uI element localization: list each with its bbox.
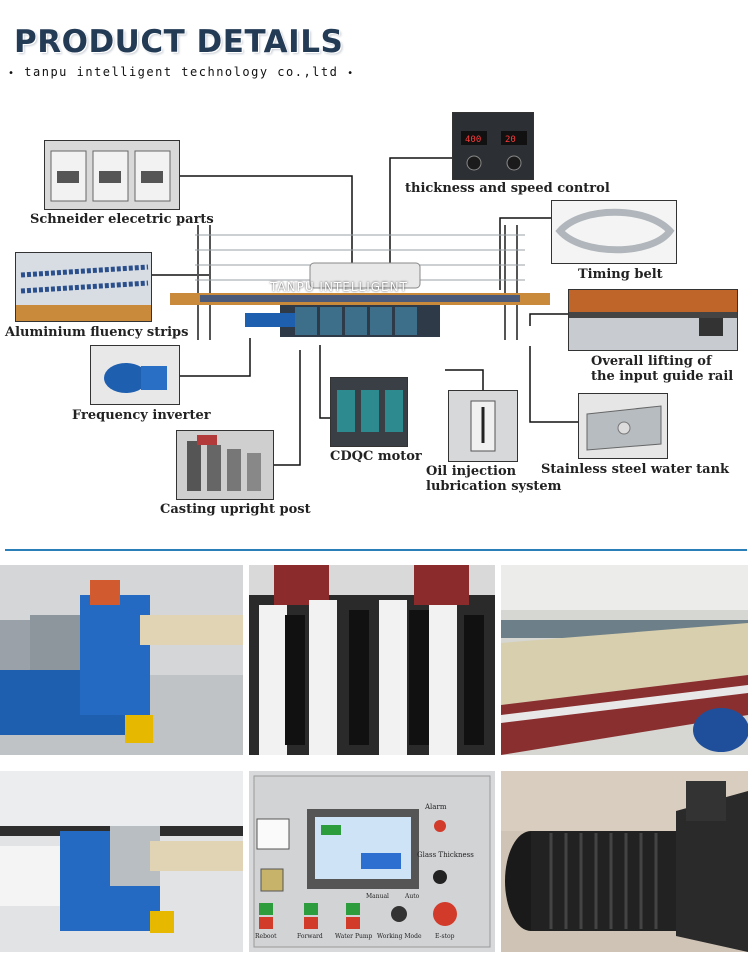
thumb-aluminium-strips [15, 252, 152, 322]
thumb-thickness-control: 400 20 [452, 112, 534, 180]
panel-label-glass-thickness: Glass Thickness [417, 851, 474, 859]
photo-machine-head [0, 565, 243, 755]
bullet-left: • [8, 68, 16, 79]
panel-label-alarm: Alarm [425, 803, 447, 811]
section-divider [5, 549, 747, 551]
machine-brand-text: TANPU INTELLIGENT [270, 280, 408, 294]
photo-motor [501, 771, 748, 952]
photo-timing-belt-rail [501, 565, 748, 755]
product-diagram: TANPU INTELLIGENT Schneider elecetric pa… [0, 100, 748, 540]
label-timing-belt: Timing belt [578, 267, 663, 282]
photo-machine-side [0, 771, 243, 952]
panel-label-auto: Auto [405, 893, 420, 900]
company-subtitle: • tanpu intelligent technology co.,ltd • [8, 65, 355, 79]
svg-text:400: 400 [465, 135, 481, 145]
thumb-cdqc-motor [330, 377, 408, 447]
panel-label-forward: Forward [297, 933, 323, 940]
label-thickness-control: thickness and speed control [405, 181, 610, 196]
company-name: tanpu intelligent technology co.,ltd [24, 65, 339, 79]
thumb-lifting-guide-rail [568, 289, 738, 351]
page-title: PRODUCT DETAILS [14, 24, 344, 60]
thumb-frequency-inverter [90, 345, 180, 405]
label-schneider: Schneider elecetric parts [30, 212, 214, 227]
thumb-oil-injection [448, 390, 518, 462]
label-cdqc-motor: CDQC motor [330, 449, 422, 464]
thumb-schneider-parts [44, 140, 180, 210]
bullet-right: • [347, 68, 355, 79]
thumb-casting-post [176, 430, 274, 500]
panel-label-reboot: Reboot [255, 933, 277, 940]
label-oil-line1: Oil injection [426, 464, 517, 479]
label-oil-line2: lubrication system [426, 479, 562, 494]
panel-label-e-stop: E-stop [435, 933, 455, 940]
photo-control-panel: Alarm Glass Thickness Manual Auto Reboot… [249, 771, 495, 952]
photo-polishing-wheels [249, 565, 495, 755]
label-aluminium: Aluminium fluency strips [5, 325, 189, 340]
leader-lines [152, 157, 578, 466]
thumb-timing-belt [551, 200, 677, 264]
label-casting-post: Casting upright post [160, 502, 311, 517]
label-water-tank: Stainless steel water tank [541, 462, 730, 477]
svg-text:20: 20 [505, 135, 516, 145]
panel-label-manual: Manual [366, 893, 389, 900]
label-lifting-line2: the input guide rail [591, 369, 734, 384]
label-frequency-inverter: Frequency inverter [72, 408, 211, 423]
panel-label-water-pump: Water Pump [335, 933, 373, 940]
panel-label-working-mode: Working Mode [377, 933, 422, 940]
label-lifting-line1: Overall lifting of [591, 354, 712, 369]
thumb-water-tank [578, 393, 668, 459]
glass-edging-machine [170, 225, 550, 340]
